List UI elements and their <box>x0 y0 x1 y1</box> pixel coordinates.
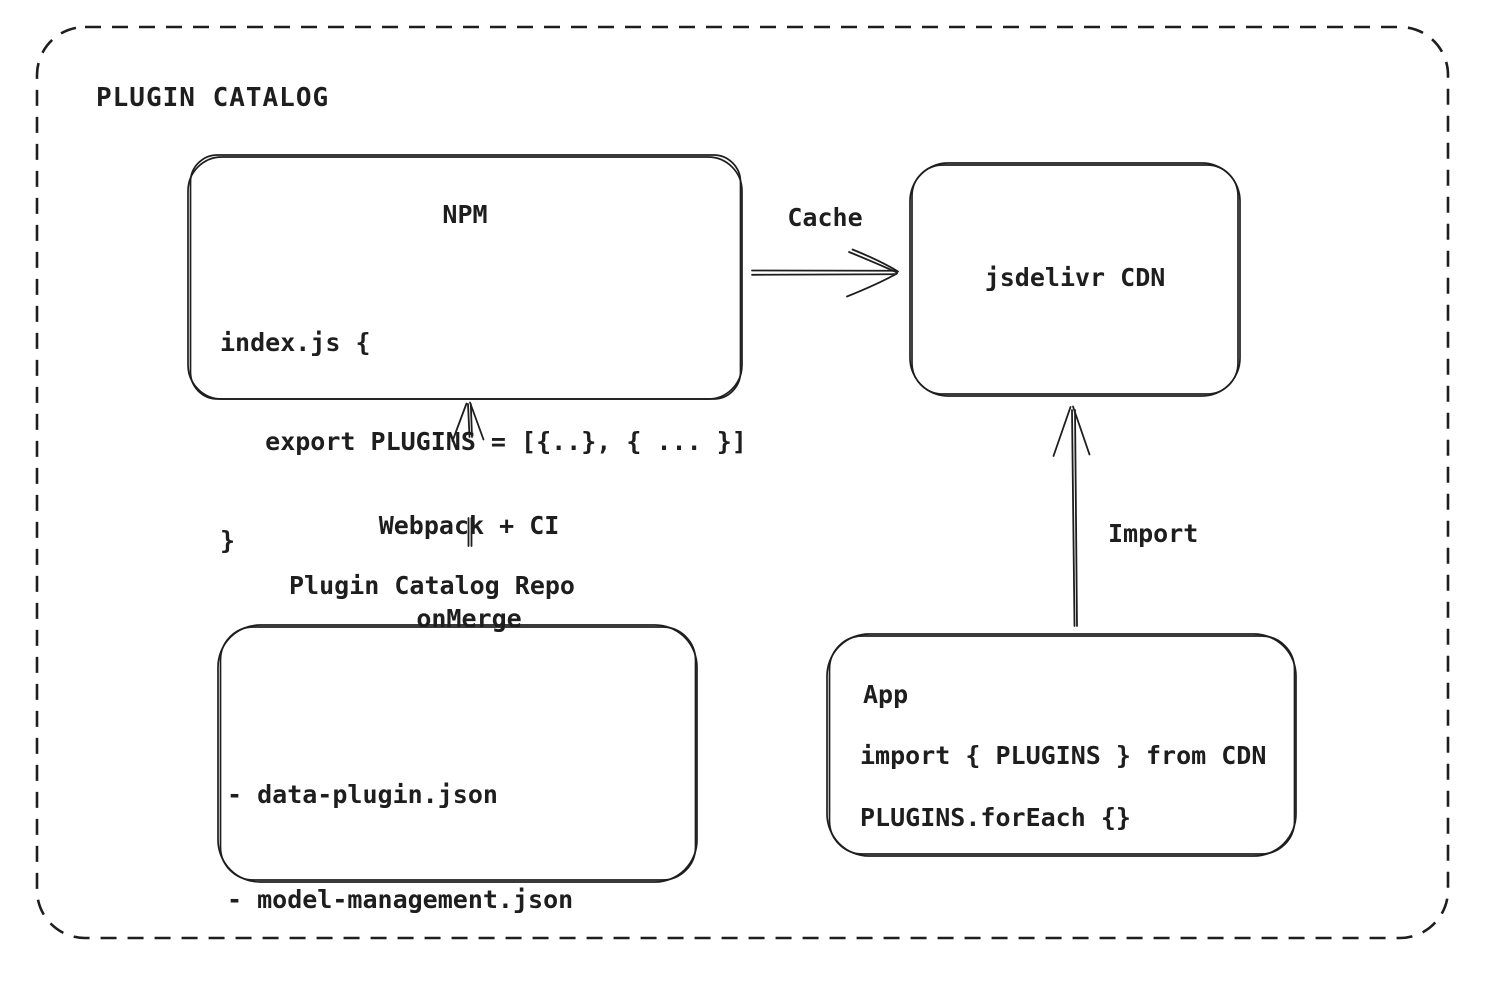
npm-code-line: } <box>220 526 236 555</box>
cdn-box <box>909 162 1241 397</box>
build-arrow-label-line: onMerge <box>416 604 522 633</box>
build-arrow-label-line: Webpack + CI <box>378 511 560 540</box>
repo-file-item: - data-plugin.json <box>227 780 498 809</box>
repo-file-list: - data-plugin.json - model-management.js… <box>227 707 573 1002</box>
app-box-title: App <box>863 680 909 709</box>
npm-box <box>187 154 743 400</box>
import-arrow-label: Import <box>1108 519 1199 548</box>
npm-code-block: index.js { export PLUGINS = [{..}, { ...… <box>220 260 747 623</box>
cache-arrow-label: Cache <box>787 203 863 232</box>
repo-file-item: ... <box>227 987 573 1002</box>
npm-code-line: export PLUGINS = [{..}, { ... }] <box>220 427 747 456</box>
repo-box <box>217 624 698 883</box>
app-code-line: import { PLUGINS } from CDN <box>860 741 1267 770</box>
cdn-box-label: jsdelivr CDN <box>984 263 1166 292</box>
frame-title: PLUGIN CATALOG <box>96 83 330 113</box>
npm-code-line: index.js { <box>220 328 371 357</box>
cache-arrow <box>751 248 899 298</box>
app-code-line: PLUGINS.forEach {} <box>860 803 1131 832</box>
repo-file-item: - model-management.json <box>227 885 574 914</box>
dashed-frame <box>35 25 1450 940</box>
app-box <box>826 633 1297 857</box>
repo-box-label: Plugin Catalog Repo <box>289 571 575 600</box>
import-arrow <box>1052 405 1091 627</box>
build-arrow-label: Webpack + CI onMerge <box>318 448 620 696</box>
npm-box-title: NPM <box>442 200 488 229</box>
build-arrow <box>451 401 485 547</box>
